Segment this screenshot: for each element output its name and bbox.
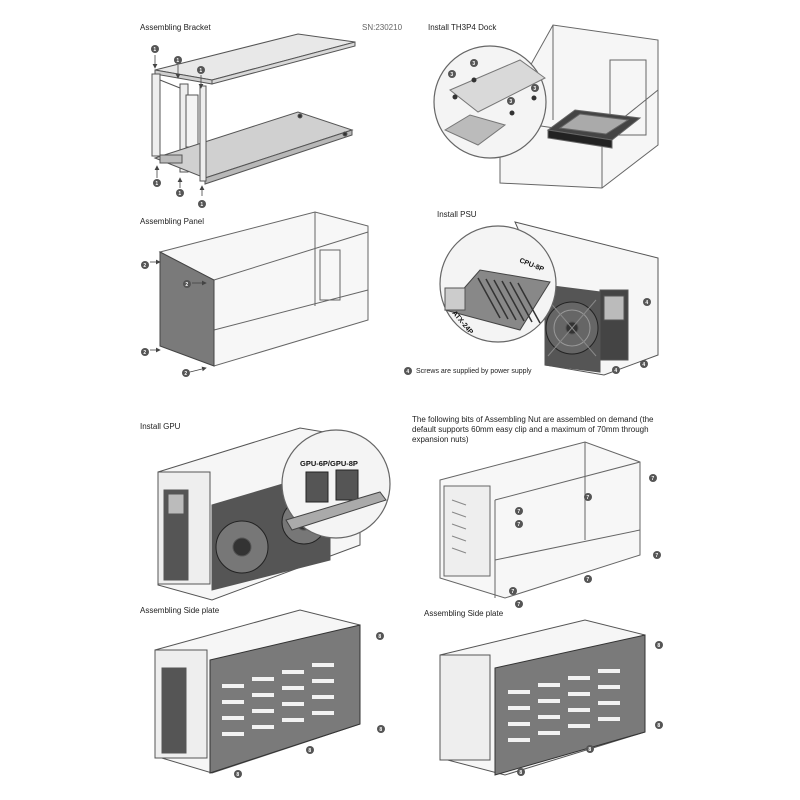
- psu-screw-note: Screws are supplied by power supply: [416, 368, 532, 375]
- side-plate-left-illustration: [154, 609, 361, 774]
- svg-text:3: 3: [450, 72, 453, 78]
- step-badge: 1: [151, 45, 159, 53]
- step-badge: 7: [515, 600, 523, 608]
- svg-text:7: 7: [586, 577, 589, 583]
- panel-illustration: [158, 211, 369, 367]
- svg-text:4: 4: [642, 362, 645, 368]
- step-badge: 8: [655, 641, 663, 649]
- step-badge: 4: [404, 367, 412, 375]
- svg-text:1: 1: [155, 181, 158, 187]
- bracket-screw-arrows: [152, 55, 205, 196]
- svg-text:8: 8: [657, 723, 660, 729]
- step-badge: 4: [640, 360, 648, 368]
- title-side-plate-right: Assembling Side plate: [424, 609, 504, 618]
- step-badge: 7: [515, 507, 523, 515]
- panel-screw-arrows: [150, 259, 207, 373]
- psu-zoom-callout: [439, 225, 557, 343]
- title-install-gpu: Install GPU: [140, 422, 181, 431]
- step-badge: 7: [653, 551, 661, 559]
- svg-text:4: 4: [645, 300, 648, 306]
- step-badge: 8: [234, 770, 242, 778]
- svg-text:8: 8: [378, 634, 381, 640]
- step-badge: 1: [198, 200, 206, 208]
- svg-text:8: 8: [308, 748, 311, 754]
- gpu-connector-label: GPU-6P/GPU-8P: [300, 459, 358, 468]
- step-badge: 2: [141, 261, 149, 269]
- svg-text:4: 4: [406, 369, 409, 375]
- svg-text:1: 1: [200, 202, 203, 208]
- svg-text:2: 2: [185, 282, 188, 288]
- step-badge: 8: [306, 746, 314, 754]
- step-badge: 8: [655, 721, 663, 729]
- step-badge: 2: [141, 348, 149, 356]
- step-badge: 8: [517, 768, 525, 776]
- step-badge: 3: [448, 70, 456, 78]
- panel-step-badges: 2 2 2 2: [141, 261, 191, 377]
- step-badge: 7: [515, 520, 523, 528]
- svg-text:7: 7: [517, 509, 520, 515]
- svg-text:1: 1: [178, 191, 181, 197]
- svg-text:4: 4: [614, 368, 617, 374]
- svg-text:7: 7: [655, 553, 658, 559]
- title-assembling-bracket: Assembling Bracket: [140, 23, 211, 32]
- svg-text:2: 2: [143, 350, 146, 356]
- side-left-step-badges: 8 8 8 8: [234, 632, 385, 778]
- title-install-psu: Install PSU: [437, 210, 477, 219]
- svg-text:7: 7: [651, 476, 654, 482]
- svg-text:1: 1: [199, 68, 202, 74]
- step-badge: 7: [584, 493, 592, 501]
- step-badge: 7: [584, 575, 592, 583]
- title-assembling-panel: Assembling Panel: [140, 217, 205, 226]
- gpu-zoom-callout: [281, 429, 391, 539]
- step-badge: 1: [197, 66, 205, 74]
- svg-text:7: 7: [586, 495, 589, 501]
- svg-text:8: 8: [588, 747, 591, 753]
- bracket-illustration: [151, 33, 356, 185]
- side-right-step-badges: 8 8 8 8: [517, 641, 663, 776]
- svg-text:7: 7: [517, 522, 520, 528]
- title-side-plate-left: Assembling Side plate: [140, 606, 220, 615]
- title-install-dock: Install TH3P4 Dock: [428, 23, 497, 32]
- step-badge: 1: [153, 179, 161, 187]
- step-badge: 7: [649, 474, 657, 482]
- nut-illustration: [439, 441, 641, 599]
- svg-text:3: 3: [509, 99, 512, 105]
- step-badge: 2: [182, 369, 190, 377]
- side-plate-right-illustration: [439, 619, 646, 776]
- svg-text:1: 1: [153, 47, 156, 53]
- svg-text:8: 8: [379, 727, 382, 733]
- svg-text:2: 2: [143, 263, 146, 269]
- dock-illustration: [499, 24, 659, 189]
- step-badge: 3: [507, 97, 515, 105]
- svg-text:7: 7: [517, 602, 520, 608]
- svg-text:3: 3: [533, 86, 536, 92]
- step-badge: 4: [612, 366, 620, 374]
- assembling-nut-note: The following bits of Assembling Nut are…: [412, 415, 654, 444]
- svg-text:8: 8: [657, 643, 660, 649]
- nut-step-badges: 7 7 7 7 7 7 7 7: [509, 474, 661, 608]
- step-badge: 8: [586, 745, 594, 753]
- svg-text:1: 1: [176, 58, 179, 64]
- step-badge: 8: [376, 632, 384, 640]
- step-badge: 8: [377, 725, 385, 733]
- svg-text:2: 2: [184, 371, 187, 377]
- svg-text:8: 8: [519, 770, 522, 776]
- svg-text:8: 8: [236, 772, 239, 778]
- dock-step-badges: 3 3 3 3: [448, 59, 539, 105]
- dock-zoom-callout: [433, 45, 547, 159]
- step-badge: 1: [176, 189, 184, 197]
- step-badge: 4: [643, 298, 651, 306]
- svg-text:3: 3: [472, 61, 475, 67]
- bracket-step-badges: 1 1 1 1 1 1: [151, 45, 206, 208]
- step-badge: 3: [470, 59, 478, 67]
- step-badge: 1: [174, 56, 182, 64]
- step-badge: 3: [531, 84, 539, 92]
- psu-step-badges: 4 4 4 4: [404, 298, 651, 375]
- step-badge: 7: [509, 587, 517, 595]
- step-badge: 2: [183, 280, 191, 288]
- serial-number: SN:230210: [362, 23, 403, 32]
- svg-text:7: 7: [511, 589, 514, 595]
